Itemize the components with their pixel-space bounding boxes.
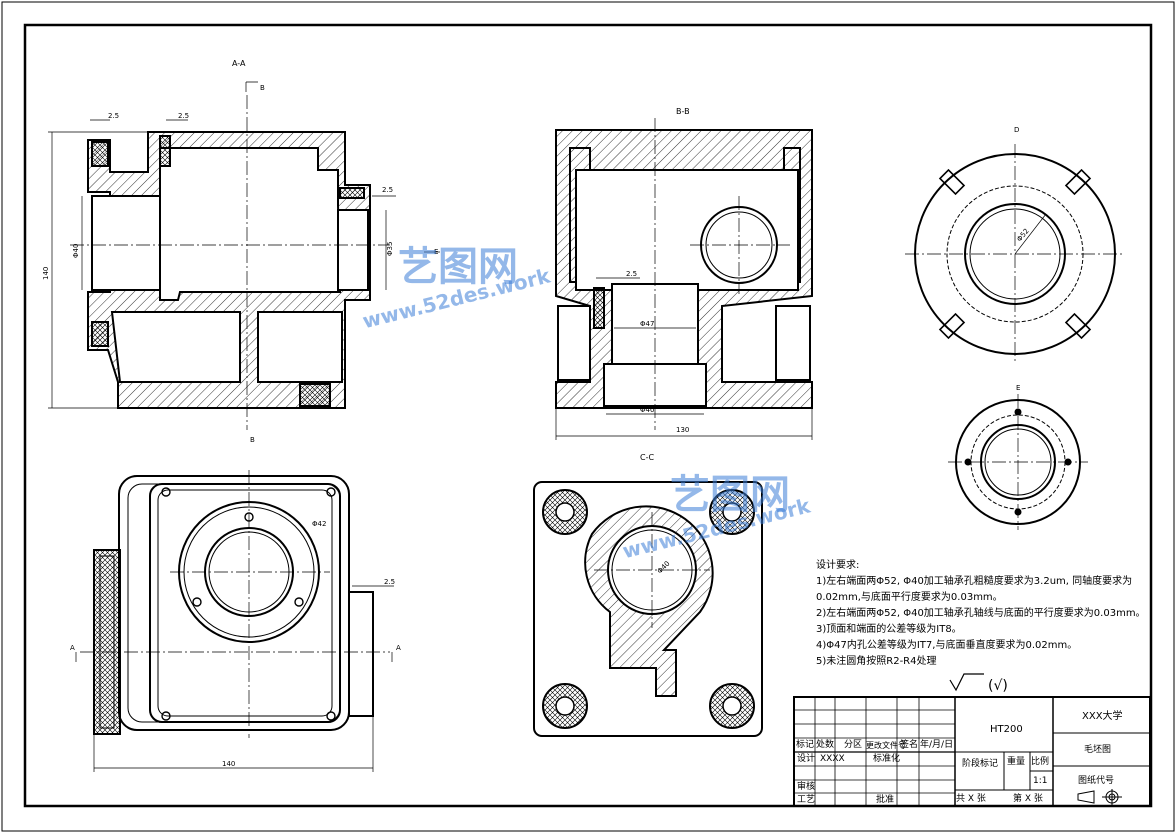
view-cc-centerlines	[594, 512, 710, 628]
drawing-name: 毛坯图	[1084, 745, 1112, 755]
view-bb-centerlines	[654, 118, 790, 430]
scale-label: 比例	[1031, 757, 1050, 767]
section-view-cc	[533, 481, 763, 737]
tb-sign: 签名	[900, 740, 919, 750]
tb-designer: XXXX	[820, 754, 845, 764]
dim-aa-phi35: Φ35	[386, 242, 394, 256]
label-aa: A-A	[232, 59, 246, 68]
sheet-no: 第 X 张	[1013, 794, 1043, 804]
dim-plan-phi42: Φ42	[312, 520, 326, 528]
sheets-total: 共 X 张	[956, 794, 986, 804]
inner-frame	[23, 23, 1153, 808]
watermark-brand: 艺图网	[670, 472, 790, 518]
stage-mark: 阶段标记	[962, 759, 999, 769]
tb-zone: 分区	[844, 740, 863, 750]
roughness-symbol	[949, 673, 984, 692]
material: HT200	[990, 724, 1023, 735]
tb-process: 工艺	[797, 795, 816, 805]
cut-mark-b-bottom: B	[250, 436, 255, 444]
section-view-bb	[555, 129, 813, 409]
tb-mark: 标记	[796, 740, 815, 750]
tb-design: 设计	[797, 754, 816, 764]
tb-change-doc: 更改文件号	[866, 741, 906, 750]
cut-mark-e: E	[434, 248, 438, 256]
label-d: D	[1014, 126, 1019, 134]
title-block	[793, 696, 1151, 807]
dim-plan-25: 2.5	[384, 578, 395, 586]
watermark-brand: 艺图网	[398, 244, 518, 290]
requirement-line: 3)顶面和端面的公差等级为IT8。	[816, 624, 962, 635]
requirement-line: 5)未注圆角按照R2-R4处理	[816, 656, 937, 667]
plan-view-centerlines	[80, 470, 390, 738]
label-e: E	[1016, 384, 1020, 392]
tb-approve: 批准	[876, 795, 895, 805]
school: XXX大学	[1082, 711, 1123, 722]
requirements-title: 设计要求:	[816, 560, 860, 571]
dim-aa-25-right: 2.5	[382, 186, 393, 194]
projection-symbol	[1077, 789, 1122, 805]
tb-date: 年/月/日	[920, 740, 954, 750]
plan-view	[93, 475, 374, 735]
roughness-note: (√)	[988, 678, 1008, 694]
section-view-aa	[87, 131, 371, 409]
cut-mark-b-top: B	[260, 84, 265, 92]
dim-aa-height: 140	[42, 267, 50, 280]
dim-aa-phi40: Φ40	[72, 244, 80, 258]
requirement-line: 1)左右端面两Φ52, Φ40加工轴承孔粗糙度要求为3.2um, 同轴度要求为	[816, 576, 1133, 587]
dim-bb-width: 130	[676, 426, 689, 434]
dim-aa-25-mid: 2.5	[178, 112, 189, 120]
tb-count: 处数	[816, 740, 835, 750]
requirement-line: 4)Φ47内孔公差等级为IT7,与底面垂直度要求为0.02mm。	[816, 640, 1078, 651]
requirement-line: 2)左右端面两Φ52, Φ40加工轴承孔轴线与底面的平行度要求为0.03mm。	[816, 608, 1146, 619]
view-aa-dimensions	[48, 81, 440, 409]
view-d-centerlines	[905, 144, 1125, 364]
tb-review: 审核	[797, 782, 816, 792]
label-cc: C-C	[640, 453, 654, 462]
weight: 重量	[1007, 757, 1026, 767]
scale-value: 1:1	[1033, 776, 1048, 786]
dim-aa-25-left: 2.5	[108, 112, 119, 120]
dim-bb-25: 2.5	[626, 270, 637, 278]
label-bb: B-B	[676, 107, 690, 116]
view-bb-dimensions	[555, 277, 813, 440]
cut-mark-a-left: A	[70, 644, 75, 652]
dim-bb-phi47: Φ47	[640, 320, 654, 328]
dim-d-phi52: Φ52	[1015, 227, 1030, 243]
view-aa-centerlines	[70, 95, 390, 430]
requirement-line: 0.02mm,与底面平行度要求为0.03mm。	[816, 592, 1003, 603]
tb-standard: 标准化	[873, 754, 901, 764]
dim-bb-phi40: Φ40	[640, 406, 654, 414]
drawing-code: 图纸代号	[1078, 776, 1115, 786]
view-e-centerlines	[948, 394, 1088, 530]
plan-view-dimensions	[75, 585, 394, 772]
dim-plan-width: 140	[222, 760, 235, 768]
cut-mark-a-right: A	[396, 644, 401, 652]
